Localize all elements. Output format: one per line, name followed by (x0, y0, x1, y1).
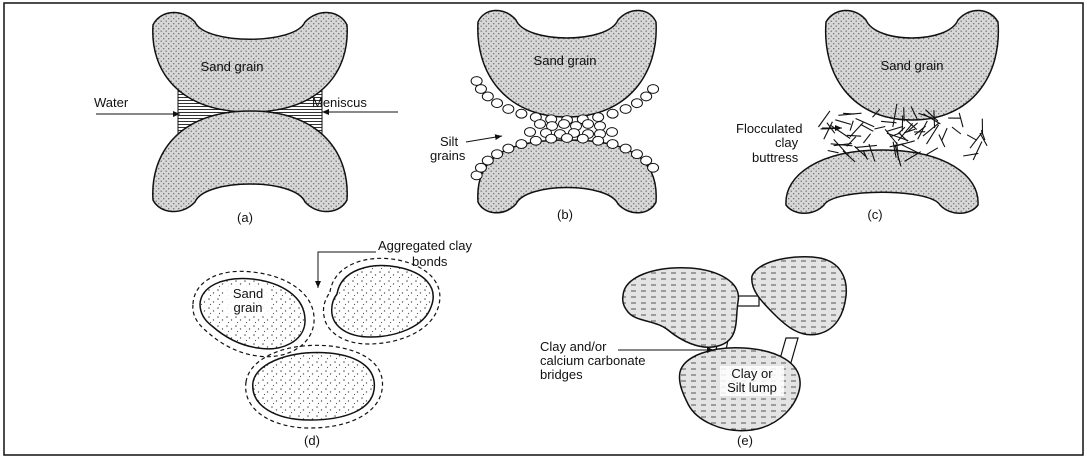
panel-c-buttress-label-line1: Flocculated (736, 121, 802, 136)
panel-d-grain-label-line2: grain (234, 300, 263, 315)
panel-e-lump-label-line2: Silt lump (727, 380, 777, 395)
clay-flake (850, 121, 853, 131)
clay-flake (856, 119, 875, 127)
panel-e-bridge-label-line2: calcium carbonate (540, 353, 646, 368)
silt-grain (562, 134, 573, 143)
silt-grain (516, 109, 527, 118)
panel-e: Clay or Silt lump Clay and/or calcium ca… (540, 257, 846, 448)
clay-flake (959, 113, 963, 127)
silt-grain (546, 134, 557, 143)
silt-grain (471, 77, 482, 86)
panel-b-grain-label: Sand grain (534, 53, 597, 68)
panel-a: Sand grain Water Meniscus (a) (94, 13, 398, 225)
panel-d-bond-label-line2: bonds (412, 254, 448, 269)
panel-b-silt-label-line2: grains (430, 148, 466, 163)
silt-grain (482, 92, 493, 101)
silt-grain (577, 134, 588, 143)
panel-a-grain-label: Sand grain (201, 59, 264, 74)
panel-a-meniscus-label: Meniscus (312, 95, 367, 110)
panel-c-buttress-label-line3: buttress (752, 150, 799, 165)
clay-flake (855, 145, 877, 147)
panel-e-lump-label-line1: Clay or (731, 366, 773, 381)
panel-e-bridge-label-line3: bridges (540, 367, 583, 382)
panel-b-caption: (b) (557, 207, 573, 222)
silt-grain (492, 150, 503, 159)
panel-c-buttress-label-line2: clay (775, 135, 799, 150)
silt-grain (525, 128, 536, 137)
panel-b: Sand grain Silt grains (b) (430, 10, 659, 222)
clay-flake (952, 127, 961, 134)
clay-flake (828, 151, 839, 153)
silt-grain (535, 120, 546, 129)
silt-grain (648, 85, 659, 94)
silt-grain (620, 105, 631, 114)
clay-flake (874, 127, 885, 130)
silt-grain (482, 156, 493, 165)
panel-c-caption: (c) (867, 207, 882, 222)
clay-flake (835, 120, 851, 125)
panel-a-caption: (a) (237, 210, 253, 225)
panel-d-caption: (d) (304, 433, 320, 448)
panel-e-lump-2 (752, 257, 847, 335)
clay-flake (904, 107, 905, 121)
panel-a-water-label: Water (94, 95, 129, 110)
silt-grain (607, 109, 618, 118)
panel-b-silt-arrow (466, 136, 502, 142)
clay-flake (973, 142, 982, 161)
clay-flake (847, 135, 861, 136)
clay-flake (942, 128, 947, 140)
silt-grain (583, 120, 594, 129)
panel-d-grain-3 (253, 353, 375, 420)
silt-grain (516, 140, 527, 149)
panel-d-grain-2 (332, 266, 433, 337)
silt-grain (492, 99, 503, 108)
silt-grain (559, 120, 570, 129)
panel-c-lower-sand-grain (786, 150, 978, 213)
panel-e-bridge-label-line1: Clay and/or (540, 339, 607, 354)
silt-grain (593, 113, 604, 122)
clay-flake (843, 113, 854, 114)
silt-grain (607, 140, 618, 149)
silt-grain (607, 128, 618, 137)
clay-flake (967, 135, 977, 141)
silt-grain (593, 136, 604, 145)
panel-e-caption: (e) (737, 433, 753, 448)
clay-flake (863, 134, 870, 143)
silt-grain (648, 163, 659, 172)
clay-flake (918, 121, 928, 139)
silt-grain (631, 99, 642, 108)
panel-d-bond-label-line1: Aggregated clay (378, 238, 472, 253)
panel-e-lump-1 (623, 268, 739, 347)
panel-b-silt-label-line1: Silt (440, 134, 458, 149)
silt-grain (475, 85, 486, 94)
silt-grain (503, 105, 514, 114)
panel-c-grain-label: Sand grain (881, 58, 944, 73)
clay-flake (927, 148, 938, 155)
silt-grain (595, 122, 606, 131)
silt-grain (503, 144, 514, 153)
silt-grain (620, 144, 631, 153)
panel-c: Sand grain Flocculated clay buttress (c) (736, 10, 998, 222)
silt-grain (530, 136, 541, 145)
silt-grain (641, 92, 652, 101)
clay-flake (902, 116, 903, 132)
panel-d: Sand grain Aggregated clay bonds (d) (193, 238, 473, 448)
silt-grain (631, 150, 642, 159)
panel-d-grain-label-line1: Sand (233, 286, 263, 301)
clay-flake (934, 110, 935, 128)
